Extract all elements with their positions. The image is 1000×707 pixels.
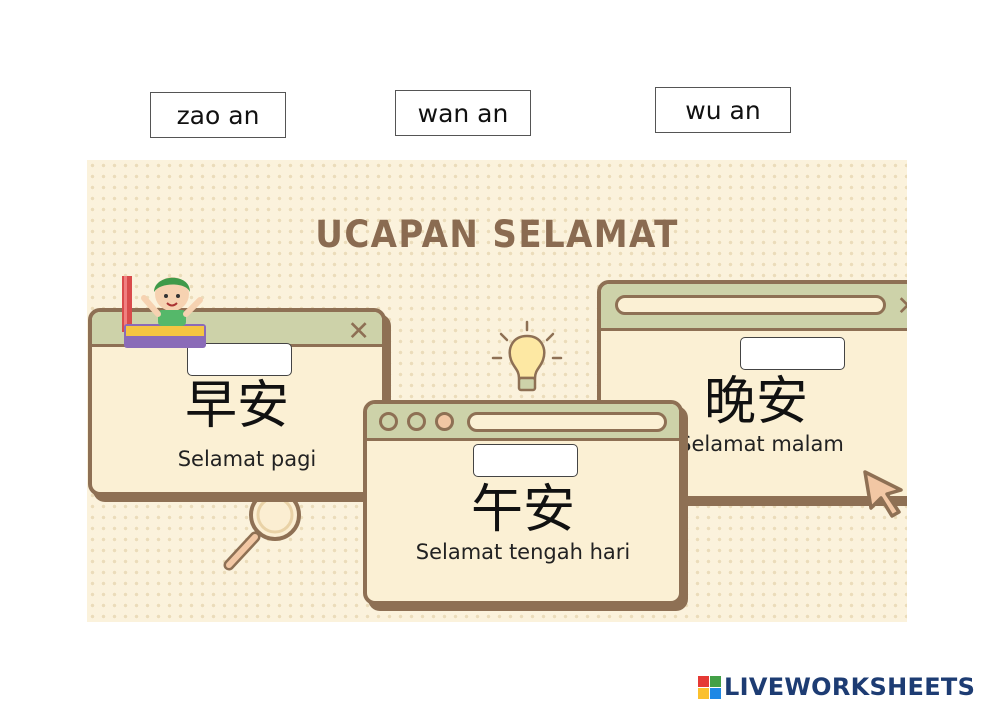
- malay-text-morning: Selamat pagi: [177, 447, 317, 471]
- window-dot-icon: [379, 412, 398, 431]
- logo-mark-icon: [698, 675, 721, 699]
- chinese-text-morning: 早安: [184, 376, 289, 436]
- window-dot-icon: [407, 412, 426, 431]
- window-dot-icon: [435, 412, 454, 431]
- close-icon: ✕: [347, 316, 370, 347]
- board-title: UCAPAN SELAMAT: [315, 213, 679, 256]
- answer-chip-zao-an[interactable]: zao an: [150, 92, 286, 138]
- card-noon: 午安 Selamat tengah hari: [363, 400, 683, 605]
- worksheet-board: UCAPAN SELAMAT ✕ 早安 Selamat pagi: [87, 160, 907, 622]
- close-icon: ✕: [896, 293, 907, 320]
- drop-slot-night[interactable]: [740, 337, 845, 370]
- cursor-arrow-icon: [863, 470, 903, 518]
- answer-chip-wan-an[interactable]: wan an: [395, 90, 531, 136]
- child-in-bed-illustration: [122, 276, 206, 348]
- chinese-text-noon: 午安: [470, 480, 575, 540]
- lightbulb-icon: [491, 320, 563, 392]
- liveworksheets-logo: LIVEWORKSHEETS: [698, 673, 975, 701]
- magnifier-icon: [223, 489, 301, 571]
- brand-text: LIVEWORKSHEETS: [724, 673, 976, 701]
- drop-slot-morning[interactable]: [187, 343, 292, 376]
- answer-chip-wu-an[interactable]: wu an: [655, 87, 791, 133]
- malay-text-night: Selamat malam: [678, 432, 844, 456]
- drop-slot-noon[interactable]: [473, 444, 578, 477]
- malay-text-noon: Selamat tengah hari: [415, 540, 631, 564]
- chinese-text-night: 晚安: [703, 372, 808, 432]
